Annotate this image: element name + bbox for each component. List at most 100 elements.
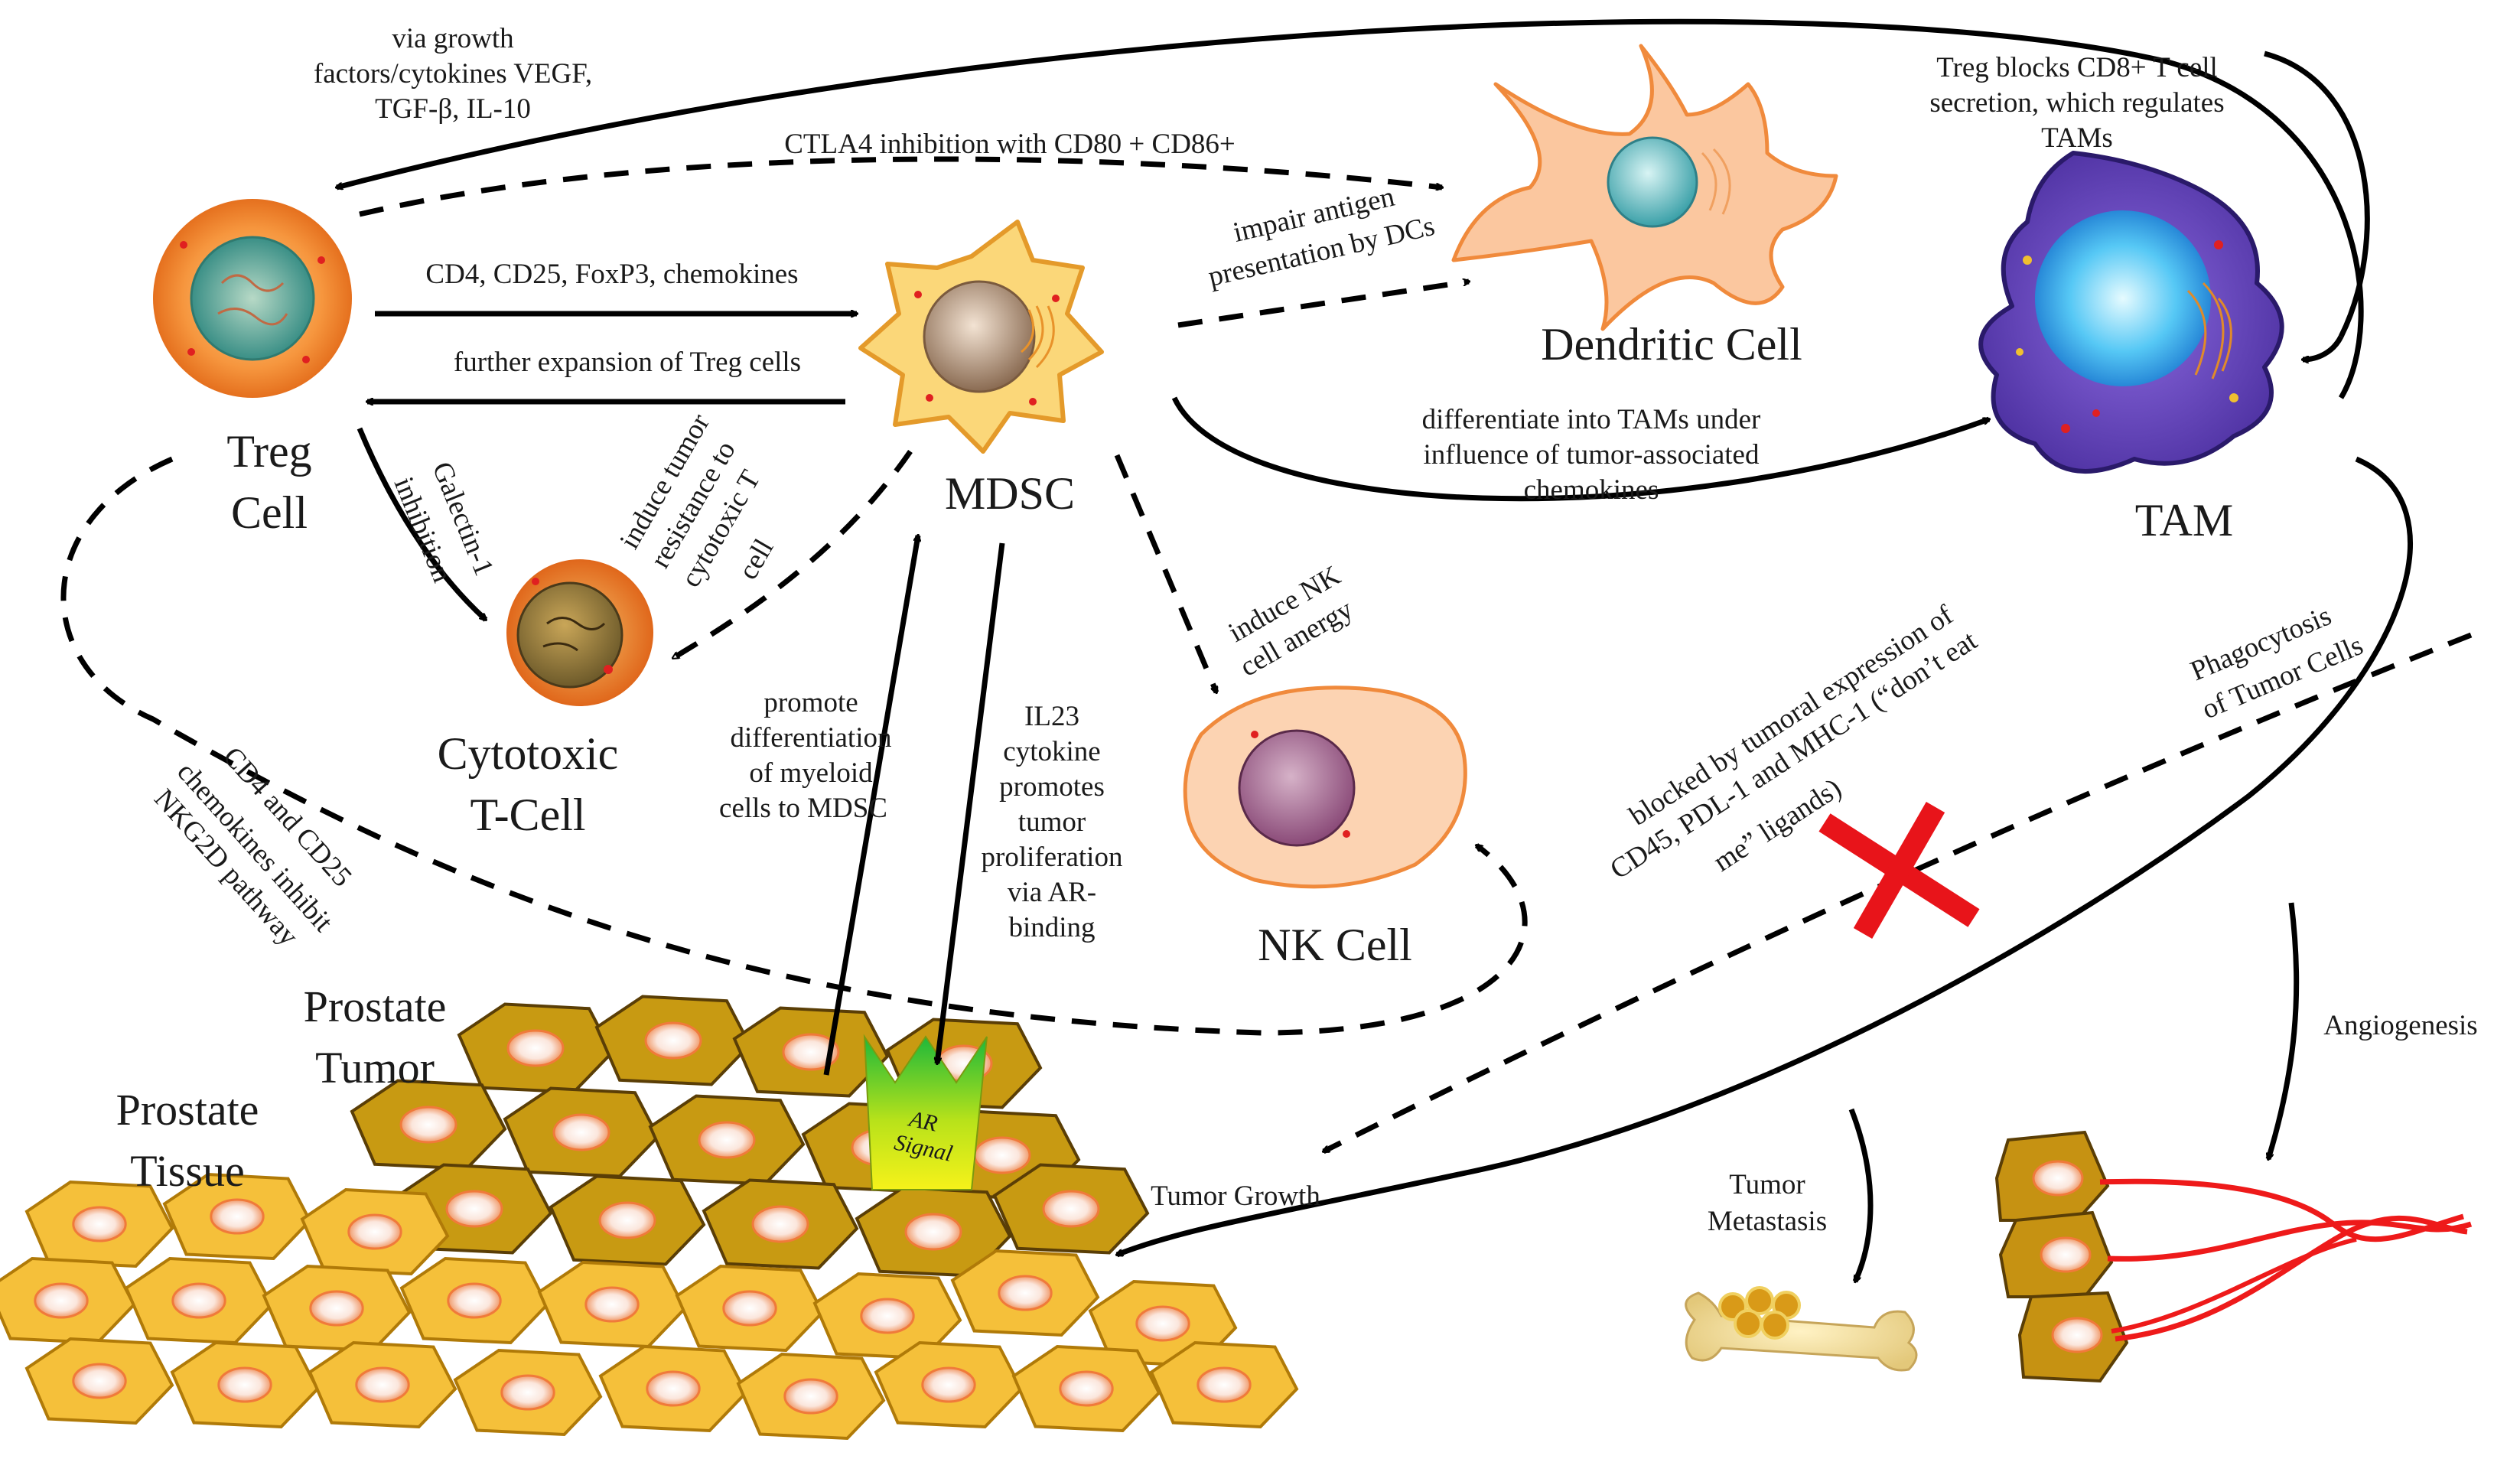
tumor-cell — [855, 1186, 1012, 1278]
tissue-cell — [0, 1256, 136, 1345]
tumor-cell — [549, 1174, 706, 1266]
differentiate-tams-text-1: differentiate into TAMs under — [1422, 404, 1761, 435]
promote-diff-text-4: cells to MDSC — [719, 793, 887, 824]
tumor-cell — [992, 1163, 1150, 1255]
tumor-cell — [457, 1002, 614, 1094]
angiogenesis-text: Angiogenesis — [2323, 1010, 2477, 1041]
arrow-mdsc-to-cytotoxic — [673, 450, 913, 661]
tumor-metastasis-text-2: Metastasis — [1708, 1206, 1827, 1237]
mdsc-cell — [858, 220, 1104, 454]
tissue-cell — [399, 1256, 549, 1345]
nk-cell — [1183, 686, 1467, 889]
arrow-layer — [60, 18, 2473, 1281]
tumor-growth-text: Tumor Growth — [1151, 1181, 1320, 1212]
growth-factors-text-2: factors/cytokines VEGF, — [314, 58, 592, 90]
tissue-cell — [537, 1260, 687, 1349]
growth-factors-text-3: TGF-β, IL-10 — [375, 93, 531, 125]
blocked-by-text-2: CD45, PDL-1 and MHC-1 (“don’t eat — [1605, 624, 1984, 885]
differentiate-tams-text-2: influence of tumor-associated — [1424, 439, 1760, 471]
tumor-cell — [648, 1094, 806, 1186]
il23-text-6: via AR- — [1008, 877, 1096, 908]
arrow-treg-to-cytotoxic — [357, 427, 486, 620]
cd4-foxp3-text: CD4, CD25, FoxP3, chemokines — [425, 259, 798, 290]
nk-label: NK Cell — [1258, 920, 1412, 970]
arrow-ctla4 — [359, 156, 1442, 217]
tissue-cell — [950, 1249, 1100, 1337]
tumor-cell — [350, 1079, 507, 1171]
prostate-tumor-label-2: Tumor — [315, 1043, 435, 1093]
arrow-phagocytosis — [1323, 632, 2473, 1154]
tissue-cell — [24, 1337, 174, 1425]
arrow-metastasis — [1848, 1108, 1874, 1281]
prostate-tumor-label-1: Prostate — [304, 982, 447, 1031]
tissue-cell — [170, 1340, 320, 1429]
arrow-mdsc-to-ar — [937, 542, 1005, 1063]
tissue-cell — [262, 1264, 412, 1353]
il23-text-1: IL23 — [1024, 701, 1079, 732]
prostate-tissue-label-1: Prostate — [116, 1085, 259, 1135]
treg-cell — [153, 199, 352, 398]
il23-text-7: binding — [1008, 912, 1095, 943]
prostate-tissue-label-2: Tissue — [130, 1146, 244, 1196]
tissue-cell — [812, 1272, 962, 1360]
cytotoxic-t-cell — [506, 559, 653, 706]
arrow-growth-factors — [337, 18, 2364, 399]
tumor-cell — [702, 1178, 859, 1270]
arrow-tumor-to-mdsc — [823, 536, 918, 1076]
promote-diff-text-1: promote — [763, 687, 858, 718]
ar-signal-shape: AR Signal — [863, 1034, 988, 1190]
il23-text-2: cytokine — [1003, 736, 1100, 767]
treg-blocks-text-2: secretion, which regulates — [1929, 87, 2224, 119]
arrow-treg-blocks — [2303, 335, 2344, 360]
tam-cell — [1978, 151, 2284, 474]
induce-resistance-text-4: cell — [732, 534, 780, 585]
tissue-cell — [300, 1187, 450, 1276]
dendritic-label: Dendritic Cell — [1541, 319, 1802, 370]
further-expansion-text: further expansion of Treg cells — [454, 347, 801, 378]
promote-diff-text-2: differentiation — [731, 722, 892, 754]
mdsc-label: MDSC — [945, 468, 1075, 519]
il23-text-5: proliferation — [982, 842, 1123, 873]
arrow-mdsc-to-dc — [1177, 282, 1469, 328]
il23-text-3: promotes — [999, 771, 1105, 803]
cytotoxic-label-2: T-Cell — [470, 790, 585, 840]
tumor-metastasis-text-1: Tumor — [1729, 1169, 1805, 1200]
block-x-icon — [1818, 802, 1980, 939]
tissue-cell — [1149, 1340, 1299, 1429]
arc-to-tam-left — [2264, 50, 2370, 338]
growth-factors-text-1: via growth — [392, 23, 514, 54]
cytotoxic-label-1: Cytotoxic — [438, 728, 619, 779]
tumor-cell — [732, 1006, 890, 1098]
tam-label: TAM — [2135, 495, 2234, 545]
tumor-cell — [594, 995, 752, 1086]
treg-blocks-text-3: TAMs — [2041, 122, 2113, 154]
tissue-cell — [736, 1352, 886, 1441]
ctla4-text: CTLA4 inhibition with CD80 + CD86+ — [784, 129, 1236, 160]
ar-signal-label-1: AR — [906, 1106, 940, 1136]
tissue-cell — [24, 1180, 174, 1268]
arrow-tumor-growth — [1117, 456, 2413, 1258]
tissue-cell — [308, 1340, 457, 1429]
tissue-cell — [598, 1344, 748, 1433]
il23-text-4: tumor — [1018, 806, 1086, 838]
treg-label-2: Cell — [231, 487, 308, 538]
dendritic-cell — [1451, 44, 1838, 331]
bone-graphic — [1685, 1286, 1918, 1372]
arrow-cd4-nkg2d — [60, 456, 1528, 1036]
arrow-mdsc-to-nk — [1114, 454, 1219, 692]
angiogenesis-graphic — [1994, 1130, 2473, 1383]
prostate-tissue-graphic — [0, 995, 1299, 1441]
tumor-cell — [503, 1086, 660, 1178]
tissue-cell — [453, 1348, 603, 1437]
treg-blocks-text-1: Treg blocks CD8+ T cell — [1936, 52, 2218, 83]
treg-label-1: Treg — [226, 426, 311, 477]
arrow-angiogenesis — [2268, 902, 2300, 1159]
promote-diff-text-3: of myeloid — [749, 757, 873, 789]
tissue-cell — [675, 1264, 825, 1353]
tissue-cell — [124, 1256, 274, 1345]
arrow-mdsc-to-tam — [1171, 396, 1989, 502]
differentiate-tams-text-3: chemokines — [1524, 474, 1659, 506]
tissue-cell — [1011, 1344, 1161, 1433]
